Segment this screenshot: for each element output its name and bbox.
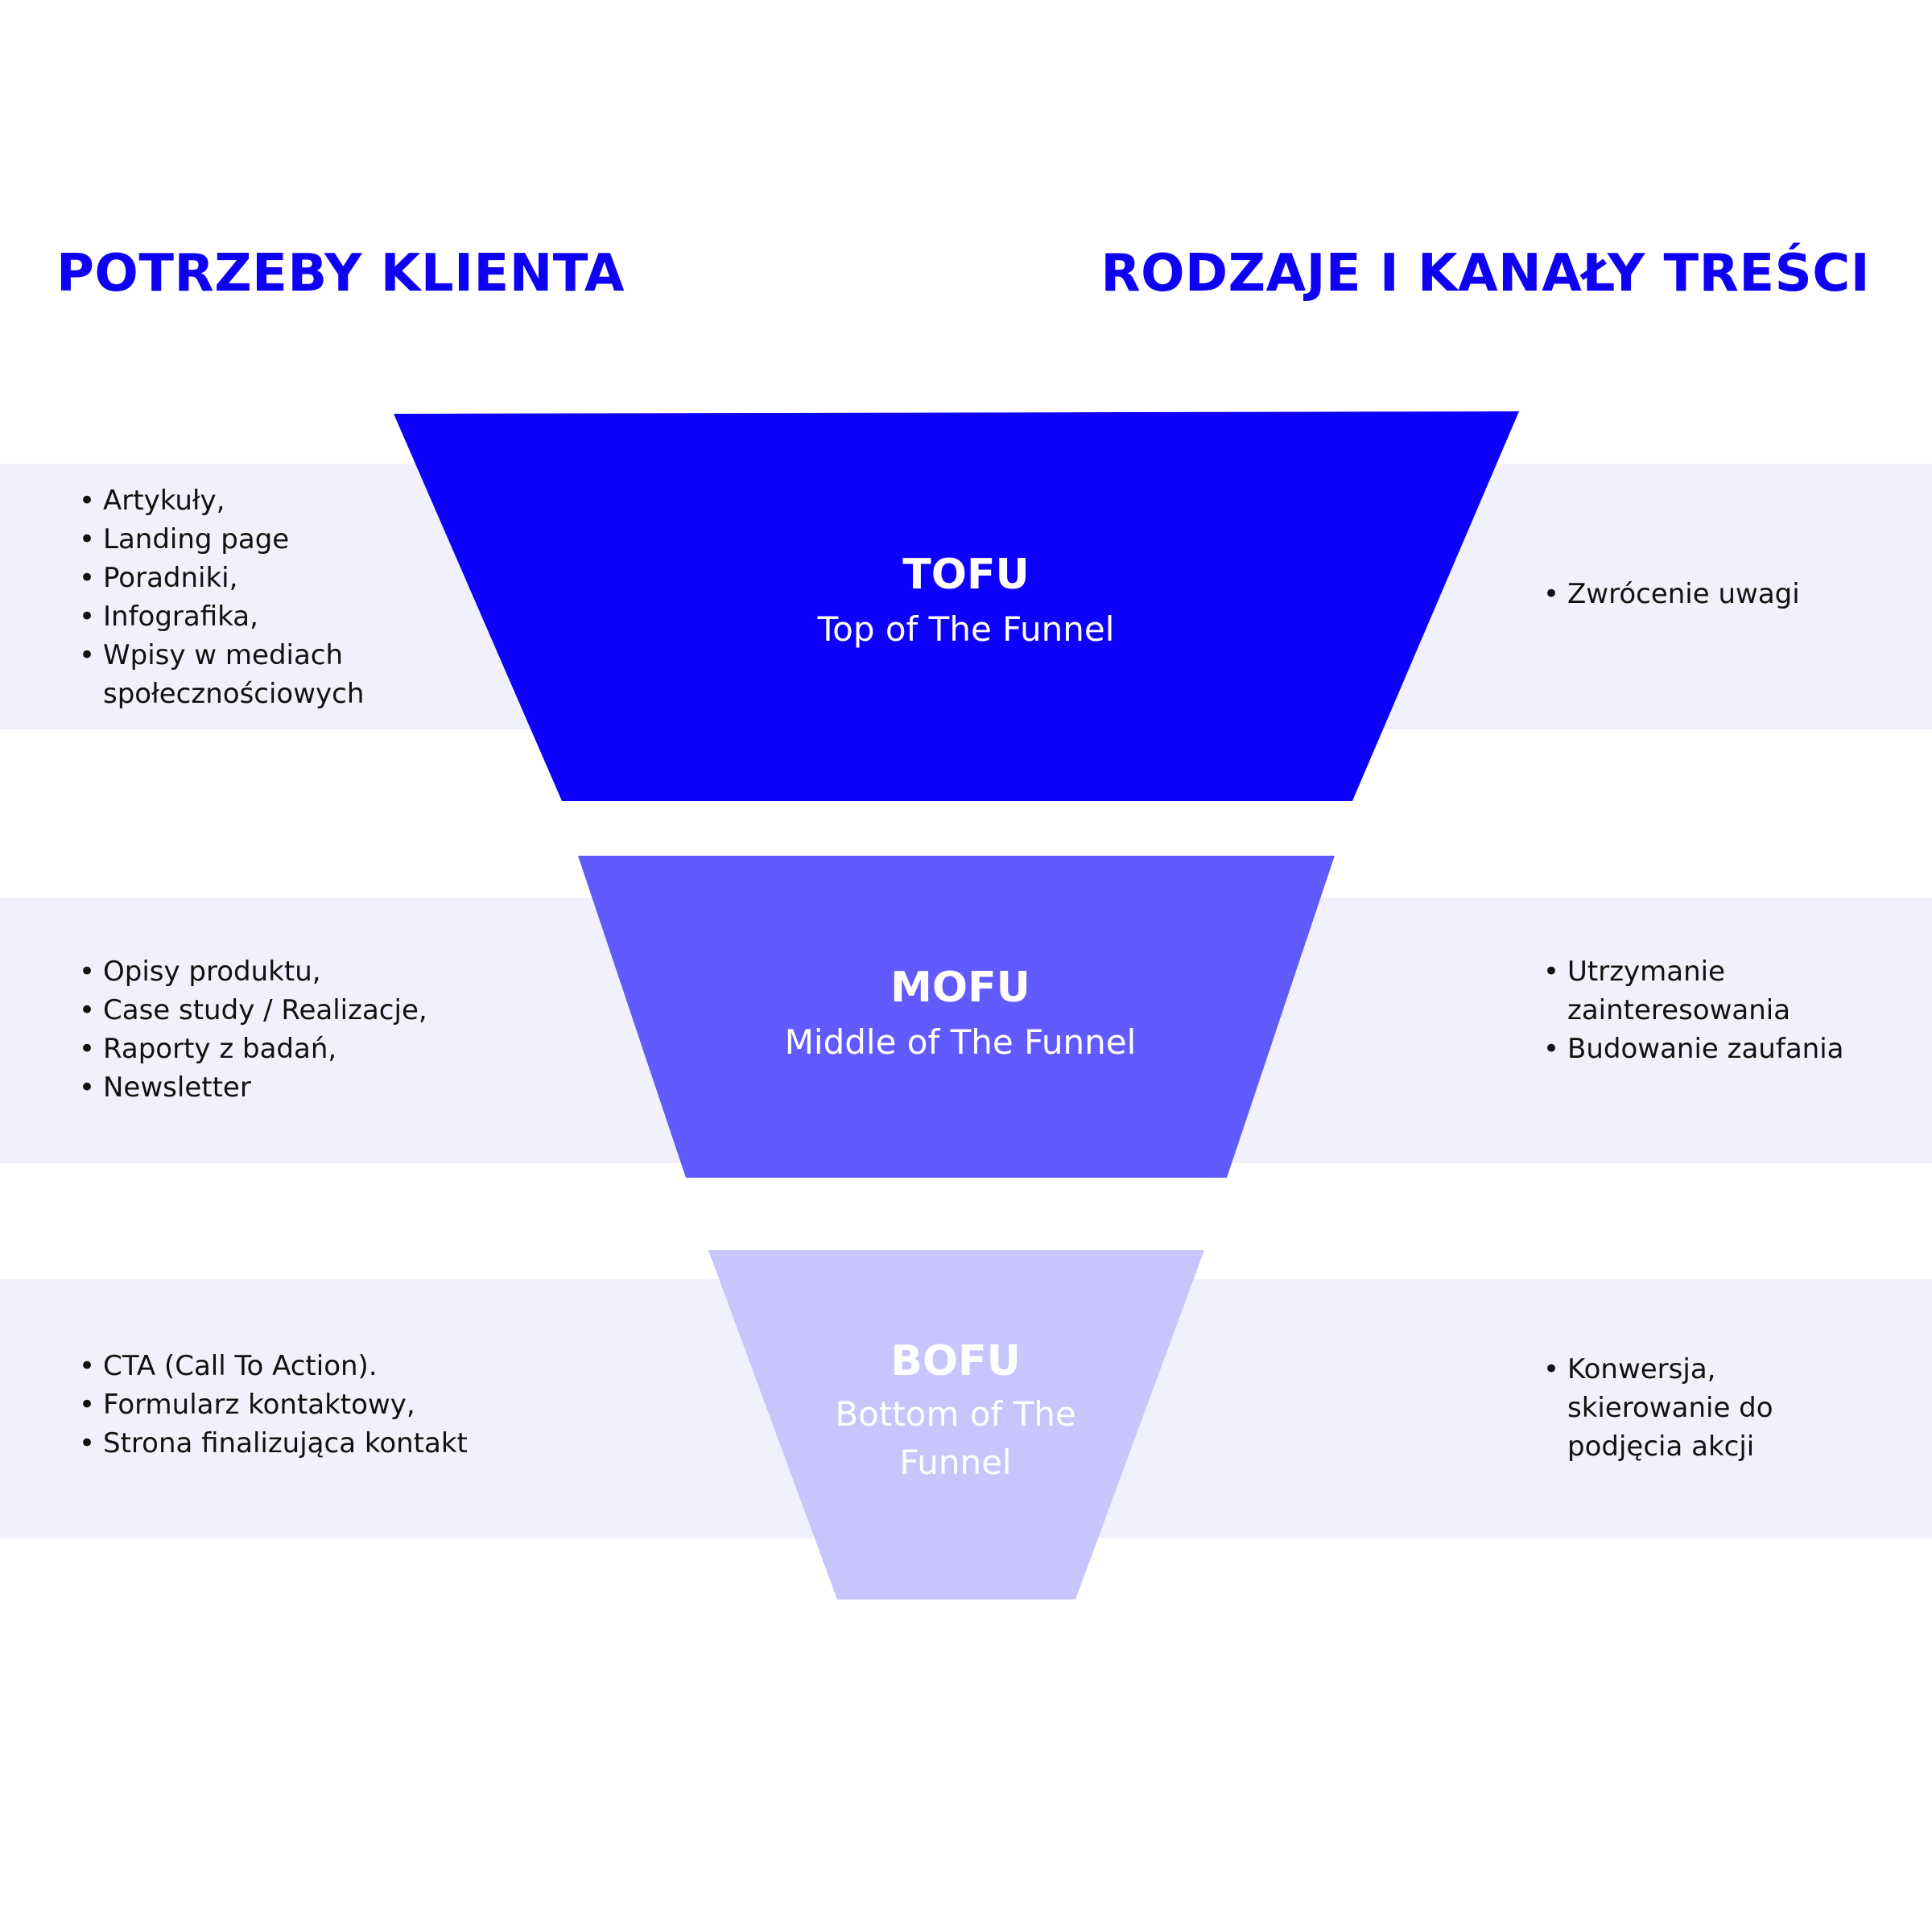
stage-title-bofu: BOFU bbox=[890, 1337, 1021, 1385]
list-item-text: Wpisy w mediach społecznościowych bbox=[103, 639, 365, 710]
list-item-text: Opisy produktu, bbox=[103, 956, 321, 988]
list-item: •Budowanie zaufania bbox=[1543, 1030, 1897, 1068]
bullet-icon: • bbox=[1543, 578, 1560, 610]
list-item-text: CTA (Call To Action). bbox=[103, 1350, 378, 1382]
stage-subtitle-bofu: Bottom of The Funnel bbox=[835, 1394, 1076, 1482]
list-item: •Konwersja, skierowanie do podjęcia akcj… bbox=[1543, 1350, 1809, 1466]
list-item-text: Konwersja, skierowanie do podjęcia akcji bbox=[1567, 1353, 1773, 1463]
bullet-icon: • bbox=[1543, 956, 1560, 988]
bullet-icon: • bbox=[79, 1427, 96, 1459]
heading-customer-needs: POTRZEBY KLIENTA bbox=[56, 244, 625, 303]
list-item-text: Utrzymanie zainteresowania bbox=[1567, 956, 1791, 1026]
list-item: •Landing page bbox=[79, 520, 425, 559]
bullet-icon: • bbox=[1543, 1033, 1560, 1065]
list-item: •Newsletter bbox=[79, 1068, 570, 1107]
stage-title-mofu: MOFU bbox=[890, 964, 1030, 1012]
list-item: •Artykuły, bbox=[79, 481, 425, 520]
list-item: •Strona finalizująca kontakt bbox=[79, 1424, 602, 1463]
list-item: •Utrzymanie zainteresowania bbox=[1543, 952, 1897, 1030]
content-list-tofu: •Artykuły,•Landing page•Poradniki,•Infog… bbox=[79, 481, 425, 713]
list-item-text: Zwrócenie uwagi bbox=[1567, 578, 1800, 610]
list-item-text: Poradniki, bbox=[103, 562, 238, 594]
bullet-icon: • bbox=[79, 562, 96, 594]
bullet-icon: • bbox=[79, 523, 96, 555]
bullet-icon: • bbox=[1543, 1353, 1560, 1385]
content-list-bofu: •CTA (Call To Action).•Formularz kontakt… bbox=[79, 1347, 602, 1463]
list-item-text: Infografika, bbox=[103, 601, 258, 633]
needs-list-bofu: •Konwersja, skierowanie do podjęcia akcj… bbox=[1543, 1350, 1809, 1466]
list-item: •Opisy produktu, bbox=[79, 952, 570, 991]
list-item: •Poradniki, bbox=[79, 559, 425, 597]
list-item: •Wpisy w mediach społecznościowych bbox=[79, 636, 425, 713]
bullet-icon: • bbox=[79, 1033, 96, 1065]
needs-list-mofu: •Utrzymanie zainteresowania•Budowanie za… bbox=[1543, 952, 1897, 1068]
list-item: •Formularz kontaktowy, bbox=[79, 1385, 602, 1424]
bullet-icon: • bbox=[79, 485, 96, 517]
stage-subtitle-mofu: Middle of The Funnel bbox=[784, 1022, 1137, 1062]
list-item-text: Budowanie zaufania bbox=[1567, 1033, 1844, 1065]
heading-content-types: RODZAJE I KANAŁY TREŚCI bbox=[1100, 244, 1870, 303]
list-item: •Zwrócenie uwagi bbox=[1543, 575, 1809, 613]
list-item: •Infografika, bbox=[79, 597, 425, 636]
needs-list-tofu: •Zwrócenie uwagi bbox=[1543, 575, 1809, 613]
bullet-icon: • bbox=[79, 956, 96, 988]
bullet-icon: • bbox=[79, 639, 96, 671]
list-item-text: Formularz kontaktowy, bbox=[103, 1389, 415, 1421]
bullet-icon: • bbox=[79, 1350, 96, 1382]
list-item-text: Strona finalizująca kontakt bbox=[103, 1427, 468, 1459]
bullet-icon: • bbox=[79, 1389, 96, 1421]
bullet-icon: • bbox=[79, 1071, 96, 1104]
funnel-segment-mofu bbox=[578, 856, 1335, 1178]
funnel-segment-tofu bbox=[394, 411, 1519, 801]
list-item-text: Landing page bbox=[103, 523, 290, 555]
list-item: •CTA (Call To Action). bbox=[79, 1347, 602, 1385]
list-item-text: Artykuły, bbox=[103, 485, 225, 517]
list-item-text: Raporty z badań, bbox=[103, 1033, 337, 1065]
bullet-icon: • bbox=[79, 994, 96, 1026]
list-item: •Raporty z badań, bbox=[79, 1030, 570, 1068]
list-item-text: Case study / Realizacje, bbox=[103, 994, 427, 1026]
stage-subtitle-tofu: Top of The Funnel bbox=[817, 609, 1115, 649]
funnel-segment-bofu bbox=[708, 1250, 1204, 1600]
list-item-text: Newsletter bbox=[103, 1071, 251, 1104]
content-list-mofu: •Opisy produktu,•Case study / Realizacje… bbox=[79, 952, 570, 1107]
stage-title-tofu: TOFU bbox=[902, 551, 1030, 599]
list-item: •Case study / Realizacje, bbox=[79, 991, 570, 1030]
bullet-icon: • bbox=[79, 601, 96, 633]
